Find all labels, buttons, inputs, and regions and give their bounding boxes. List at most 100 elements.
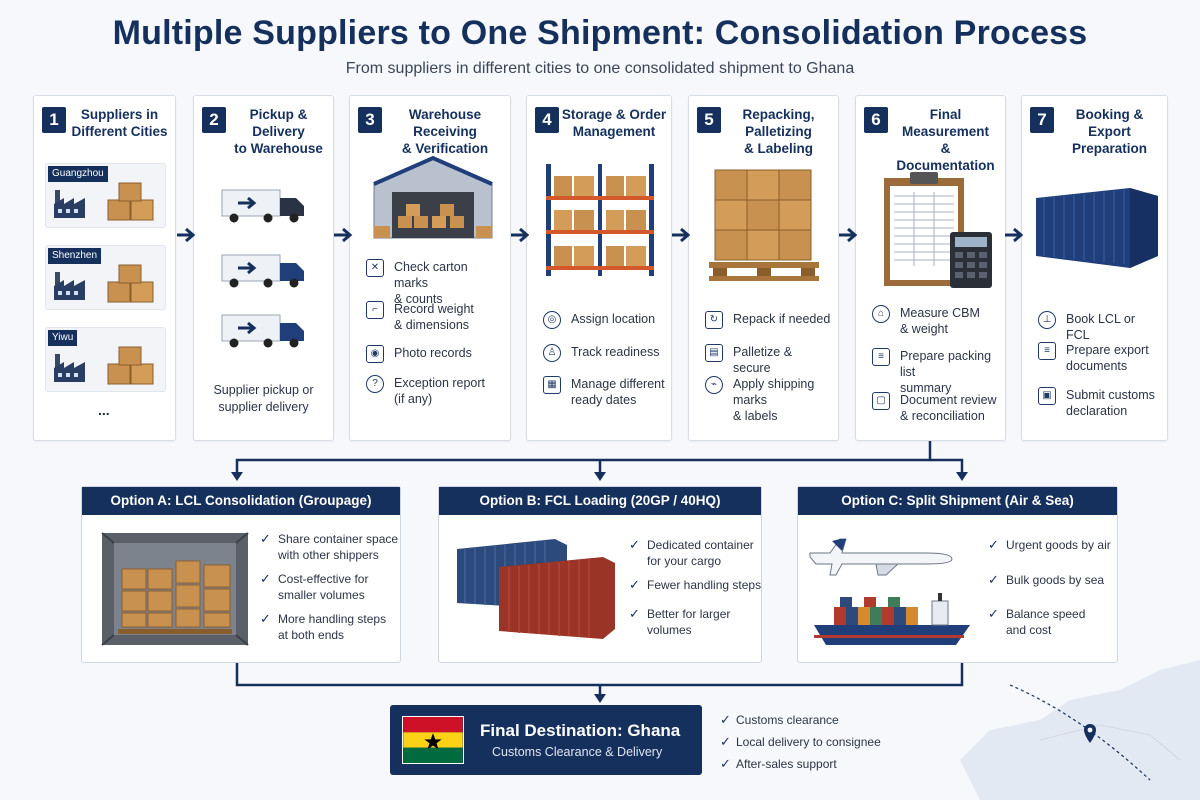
checklist-item: ◉ Photo records (362, 345, 504, 381)
arrow-right-icon (334, 227, 353, 243)
warehouse-icon (373, 155, 493, 239)
step-title: Suppliers in Different Cities (71, 107, 168, 139)
person-icon: ♙ (543, 344, 561, 362)
ghana-map-background (960, 660, 1200, 800)
step-number: 5 (697, 107, 721, 133)
city-label: Yiwu (48, 330, 78, 346)
check-icon: ✓ (260, 611, 271, 626)
check-icon: ✓ (629, 606, 640, 621)
check-icon: ✓ (720, 734, 731, 749)
check-icon: ✓ (720, 712, 731, 727)
checklist-item: ◎ Assign location (539, 311, 665, 347)
carton-check-icon: ✕ (366, 259, 384, 277)
option-c-card: Option C: Split Shipment (Air & Sea) ✓ U… (797, 486, 1118, 663)
step-number: 4 (535, 107, 559, 133)
camera-icon: ◉ (366, 345, 384, 363)
checklist-item: ↻ Repack if needed (701, 311, 832, 347)
step-5-card: 5 Repacking, Palletizing & Labeling ↻ Re… (688, 95, 839, 441)
ghana-flag-icon (402, 716, 464, 764)
step-number: 7 (1030, 107, 1054, 133)
more-cities-ellipsis: ... (98, 402, 110, 418)
checklist-item: ⊥ Book LCL or FCL (1034, 311, 1161, 347)
check-icon: ✓ (988, 606, 999, 621)
check-icon: ✓ (988, 537, 999, 552)
arrow-right-icon (1005, 227, 1024, 243)
packing-list-icon: ≡ (872, 348, 890, 366)
checklist-item: ? Exception report (if any) (362, 375, 504, 411)
step-title: Repacking, Palletizing & Labeling (742, 107, 815, 156)
location-pin-icon (1084, 724, 1096, 743)
check-icon: ✓ (260, 531, 271, 546)
clipboard-calculator-icon (884, 172, 992, 288)
page-subtitle: From suppliers in different cities to on… (345, 60, 855, 77)
checklist-item: ✕ Check carton marks & counts (362, 259, 504, 306)
option-b-card: Option B: FCL Loading (20GP / 40HQ) ✓ De… (438, 486, 762, 663)
location-icon: ◎ (543, 311, 561, 329)
step-6-card: 6 Final Measurement & Documentation ⌂ Me… (855, 95, 1006, 441)
option-a-card: Option A: LCL Consolidation (Groupage) ✓… (81, 486, 401, 663)
factory-icon (54, 354, 85, 382)
city-card-guangzhou: Guangzhou (45, 163, 166, 228)
step-title: Booking & Export Preparation (1071, 107, 1148, 156)
factory-icon (54, 272, 85, 300)
step-number: 3 (358, 107, 382, 133)
checklist-item: ⌂ Measure CBM & weight (868, 305, 999, 341)
export-doc-icon: ≡ (1038, 342, 1056, 360)
step-title: Pickup & Delivery to Warehouse (234, 107, 323, 156)
cartons-icon (107, 264, 154, 303)
final-destination-banner: Final Destination: Ghana Customs Clearan… (390, 705, 702, 775)
repack-icon: ↻ (705, 311, 723, 329)
fcl-containers-icon (457, 539, 615, 639)
document-icon: ▢ (872, 392, 890, 410)
factory-icon (54, 190, 85, 218)
step-title: Final Measurement & Documentation (896, 107, 995, 173)
lcl-container-interior-icon (101, 532, 249, 646)
storage-rack-icon (546, 164, 654, 276)
checklist-item: ▦ Manage different ready dates (539, 376, 665, 412)
calendar-icon: ▦ (543, 376, 561, 394)
customs-icon: ▣ (1038, 387, 1056, 405)
check-icon: ✓ (988, 572, 999, 587)
step-title: Storage & Order Management (561, 107, 667, 139)
checklist-item: ⌐ Record weight & dimensions (362, 301, 504, 337)
label-icon: ⌁ (705, 376, 723, 394)
airplane-icon (809, 538, 953, 576)
check-icon: ✓ (260, 571, 271, 586)
checklist-item: ≡ Prepare packing list summary (868, 348, 999, 395)
city-label: Guangzhou (48, 166, 108, 182)
step-number: 2 (202, 107, 226, 133)
final-destination-subtitle: Customs Clearance & Delivery (492, 745, 663, 759)
step-2-card: 2 Pickup & Delivery to Warehouse Supplie… (193, 95, 334, 441)
booking-icon: ⊥ (1038, 311, 1056, 329)
checklist-item: ≡ Prepare export documents (1034, 342, 1161, 378)
check-icon: ✓ (629, 577, 640, 592)
cargo-ship-icon (814, 593, 970, 645)
truck-icon (221, 254, 304, 288)
pallet-icon (709, 169, 819, 281)
step-1-card: 1 Suppliers in Different Cities Guangzho… (33, 95, 176, 441)
checklist-item: ▣ Submit customs declaration (1034, 387, 1161, 423)
question-icon: ? (366, 375, 384, 393)
check-icon: ✓ (629, 537, 640, 552)
option-title: Option B: FCL Loading (20GP / 40HQ) (439, 487, 761, 515)
checklist-item: ▢ Document review & reconciliation (868, 392, 999, 428)
page-title: Multiple Suppliers to One Shipment: Cons… (112, 14, 1088, 52)
city-card-shenzhen: Shenzhen (45, 245, 166, 310)
shipping-container-icon (1036, 188, 1158, 268)
pallet-secure-icon: ▤ (705, 344, 723, 362)
arrow-right-icon (672, 227, 691, 243)
city-card-yiwu: Yiwu (45, 327, 166, 392)
step-caption: Supplier pickup or supplier delivery (213, 383, 314, 414)
option-title: Option A: LCL Consolidation (Groupage) (82, 487, 400, 515)
final-destination-title: Final Destination: Ghana (480, 721, 681, 740)
checklist-item: ⌁ Apply shipping marks & labels (701, 376, 832, 423)
step-title: Warehouse Receiving & Verification (401, 107, 489, 156)
cartons-icon (107, 182, 154, 221)
step-number: 1 (42, 107, 66, 133)
arrow-right-icon (177, 227, 196, 243)
check-icon: ✓ (720, 756, 731, 771)
step-3-card: 3 Warehouse Receiving & Verification ✕ C… (349, 95, 511, 441)
step-4-card: 4 Storage & Order Management ◎ Assign lo… (526, 95, 672, 441)
scale-icon: ⌐ (366, 301, 384, 319)
checklist-item: ♙ Track readiness (539, 344, 665, 380)
